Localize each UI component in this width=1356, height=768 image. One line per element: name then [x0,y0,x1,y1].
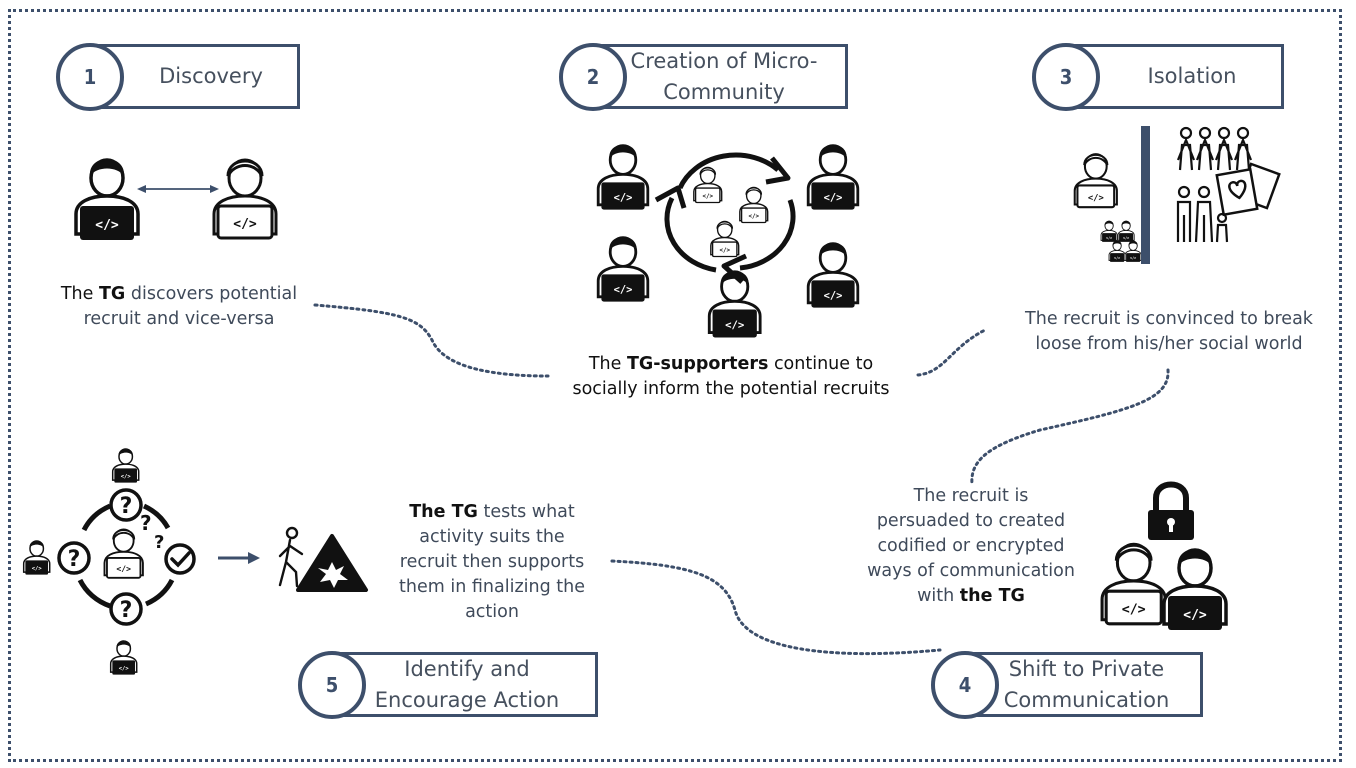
photo-frames-icon [1215,162,1281,217]
step-4-number: 4 [931,651,999,719]
step-1-title: Discovery [159,64,263,88]
small-question-mark-1: ? [140,511,152,535]
step-4-title: Shift to Private Communication [1003,656,1170,712]
connector-4-5 [610,559,942,656]
family-icon [1176,126,1253,243]
padlock-icon [1148,481,1194,540]
diagram-frame [8,9,1342,762]
step-5-label-box: Identify and Encourage Action [336,652,598,717]
isolation-description: The recruit is convinced to break loose … [1025,309,1313,354]
step-2-number: 2 [559,43,627,111]
supporter-icon-4 [806,241,860,310]
step-3-label-box: Isolation [1070,44,1284,109]
step-3-title: Isolation [1147,64,1237,88]
left-user-icon [22,539,51,576]
private-user-icon-dark [1162,547,1228,632]
walking-person-icon [278,526,304,588]
arrow-icon [218,552,260,564]
recruit-icon-c [710,220,740,258]
question-mark-icon-bottom [109,592,143,626]
top-user-icon [111,447,140,484]
action-description: The TG tests what activity suits the rec… [399,502,585,622]
isolation-wall [1141,126,1150,264]
step-5-number: 5 [298,651,366,719]
cycle-arrows-icon [654,152,796,284]
recruit-icon-b [739,186,769,224]
supporter-icon-3 [596,235,650,304]
bottom-user-icon [109,639,138,676]
check-mark-icon [164,543,196,575]
private-comm-description: The recruit is persuaded to created codi… [867,486,1075,606]
small-group-icon [1100,220,1142,263]
private-user-icon-light [1100,542,1167,626]
discovery-user-icon-dark [74,157,140,242]
supporter-icon-1 [596,143,650,212]
step-2-title: Creation of Micro-Community [630,48,818,104]
supporter-icon-5 [707,269,762,339]
connector-2-3 [916,328,987,377]
connector-3-4 [970,368,1170,486]
step-1-number: 1 [56,43,124,111]
double-arrow-icon [137,185,219,193]
micro-community-description: The TG-supporters continue to socially i… [572,354,890,399]
isolated-recruit-icon [1073,153,1118,209]
question-mark-icon-left [57,541,91,575]
supporter-icon-2 [806,143,860,212]
recruit-icon-a [693,166,723,204]
small-question-mark-2: ? [154,532,164,553]
discovery-user-icon-light [212,158,278,240]
step-4-label-box: Shift to Private Communication [970,652,1203,717]
explosion-warning-icon [296,534,368,592]
evaluation-circle [77,503,175,609]
step-5-title: Identify and Encourage Action [374,656,560,712]
discovery-description: The TG discovers potential recruit and v… [60,284,298,329]
center-user-icon [103,528,144,579]
connector-1-2 [313,303,550,378]
question-mark-icon-top [109,488,143,522]
step-3-number: 3 [1032,43,1100,111]
step-1-label-box: Discovery [94,44,300,109]
